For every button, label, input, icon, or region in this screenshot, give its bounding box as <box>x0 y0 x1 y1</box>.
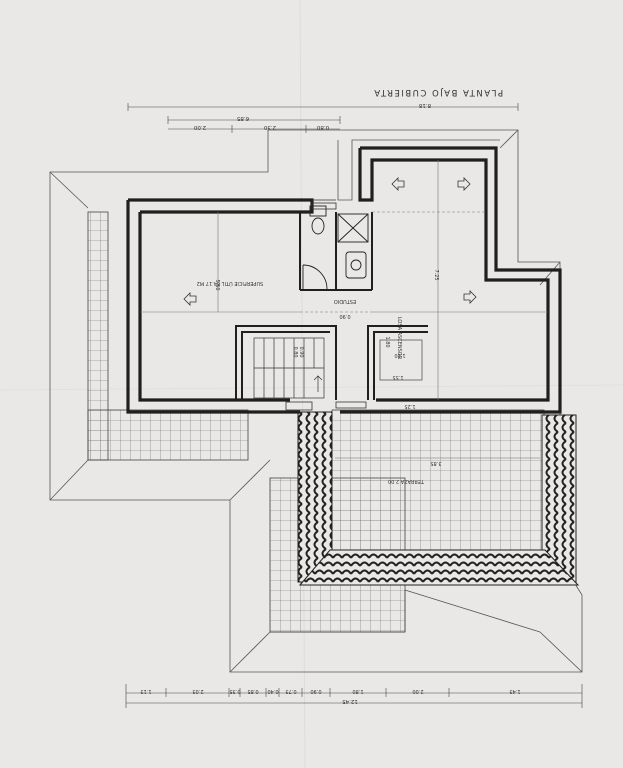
roof-tiles-bottom-band <box>298 549 580 586</box>
dim-top-seg-1: 2.00 <box>193 124 206 130</box>
dim-front-gap: 1.25 <box>404 403 415 409</box>
bathroom <box>302 205 369 290</box>
dim-losa-height: 1.80 <box>384 336 390 347</box>
slope-arrow-left-top-icon <box>391 177 405 191</box>
dim-bottom-seg-4: 0.85 <box>247 688 258 694</box>
elevator-slab <box>379 339 423 381</box>
front-openings <box>285 199 367 411</box>
dim-bottom-seg-5: 0.40 <box>267 688 278 694</box>
sheet-title: PLANTA BAJO CUBIERTA <box>373 87 503 97</box>
dim-bottom-seg-7: 0.90 <box>310 688 321 694</box>
dim-bottom-total: 12.45 <box>342 698 358 704</box>
dim-bottom-seg-8: 1.80 <box>352 688 363 694</box>
dim-corridor: 0.90 <box>339 313 350 319</box>
room-losa-label: LOSA ASCENSOR <box>396 317 402 360</box>
dim-bottom-seg-6: 0.73 <box>285 688 296 694</box>
sheet-title-group: PLANTA BAJO CUBIERTA <box>373 87 503 97</box>
room-estudio-label: ESTUDIO <box>334 298 356 304</box>
dim-bottom-seg-1: 1.13 <box>140 688 151 694</box>
interior-walls <box>235 212 428 400</box>
dim-top-left-group: 6.85 <box>236 115 249 121</box>
dim-terrace-span: 3.85 <box>430 460 441 466</box>
dim-stair-b: 0.90 <box>298 346 304 357</box>
room-area-label: SUPERFICIE ÚTIL 64.17 M2 <box>197 280 264 287</box>
reference-lines <box>140 160 548 400</box>
dim-bottom-seg-10: 1.43 <box>509 688 520 694</box>
slope-arrow-right-icon <box>463 290 477 304</box>
dim-bottom-seg-9: 2.00 <box>412 688 423 694</box>
room-terraza-label: TERRAZA 2.00 <box>388 478 425 484</box>
bottom-dimension-lines <box>125 684 583 708</box>
top-dimension-lines <box>127 103 519 133</box>
stair <box>253 337 325 399</box>
dim-stair-a: 0.80 <box>292 346 298 357</box>
dim-losa-small: 1.20 <box>394 352 405 358</box>
dim-losa-width: 1.55 <box>392 374 403 380</box>
dim-bottom-seg-3: 0.35 <box>229 688 240 694</box>
slope-arrows <box>183 177 477 306</box>
terrace-tiles-main <box>331 409 545 551</box>
terrace-tiles-bottom-left <box>87 409 249 461</box>
slope-arrow-left-icon <box>183 292 197 306</box>
dim-left-height: 5.60 <box>214 279 220 290</box>
dim-top-seg-3: 0.80 <box>316 124 329 130</box>
dim-bottom-seg-2: 2.03 <box>192 688 203 694</box>
dim-top-seg-2: 2.30 <box>263 124 276 130</box>
dim-right-height: 7.25 <box>433 269 439 280</box>
slope-arrow-right-top-icon <box>457 177 471 191</box>
dim-top-overall: 8.18 <box>418 102 431 108</box>
